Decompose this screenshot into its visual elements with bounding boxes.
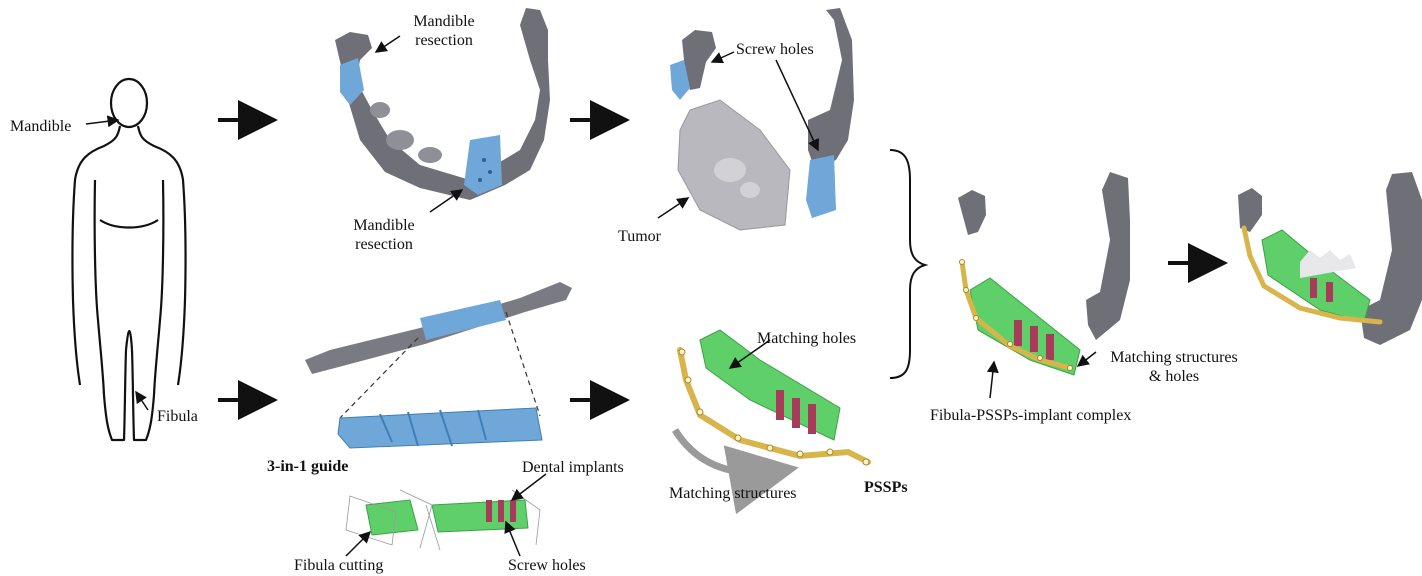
label-mandible-resection-bottom-line1: Mandible [339, 216, 429, 235]
label-mandible-resection-top-line1: Mandible [399, 12, 489, 31]
human-body-outline [72, 79, 185, 440]
label-tumor: Tumor [618, 227, 661, 246]
label-matching-structures-holes-line2: & holes [1094, 367, 1254, 386]
fibula-segments [346, 490, 540, 550]
label-matching-structures-holes: Matching structures & holes [1094, 348, 1254, 386]
label-mandible: Mandible [10, 117, 71, 136]
label-mandible-resection-top: Mandible resection [399, 12, 489, 50]
curly-brace [890, 150, 925, 378]
label-pointers [86, 36, 1096, 556]
label-dental-implants: Dental implants [522, 458, 624, 477]
label-mandible-resection-bottom-line2: resection [339, 235, 429, 254]
label-fibula-pssps-implant-complex: Fibula-PSSPs-implant complex [930, 406, 1131, 425]
label-mandible-resection-bottom: Mandible resection [339, 216, 429, 254]
label-fibula: Fibula [157, 407, 198, 426]
label-3-in-1-guide: 3-in-1 guide [267, 457, 348, 476]
label-mandible-resection-top-line2: resection [399, 31, 489, 50]
label-pssps: PSSPs [864, 478, 908, 497]
label-fibula-cutting: Fibula cutting [294, 556, 383, 575]
complex-assembly [958, 172, 1130, 375]
label-screw-holes-top: Screw holes [736, 40, 814, 59]
label-matching-structures: Matching structures [669, 484, 797, 503]
final-reconstruction [1238, 172, 1422, 345]
label-matching-structures-holes-line1: Matching structures [1094, 348, 1254, 367]
fibula-with-guide [305, 282, 572, 448]
label-matching-holes: Matching holes [757, 329, 856, 348]
pssps-plate-assembly [675, 330, 869, 473]
label-screw-holes-bottom: Screw holes [508, 556, 586, 575]
